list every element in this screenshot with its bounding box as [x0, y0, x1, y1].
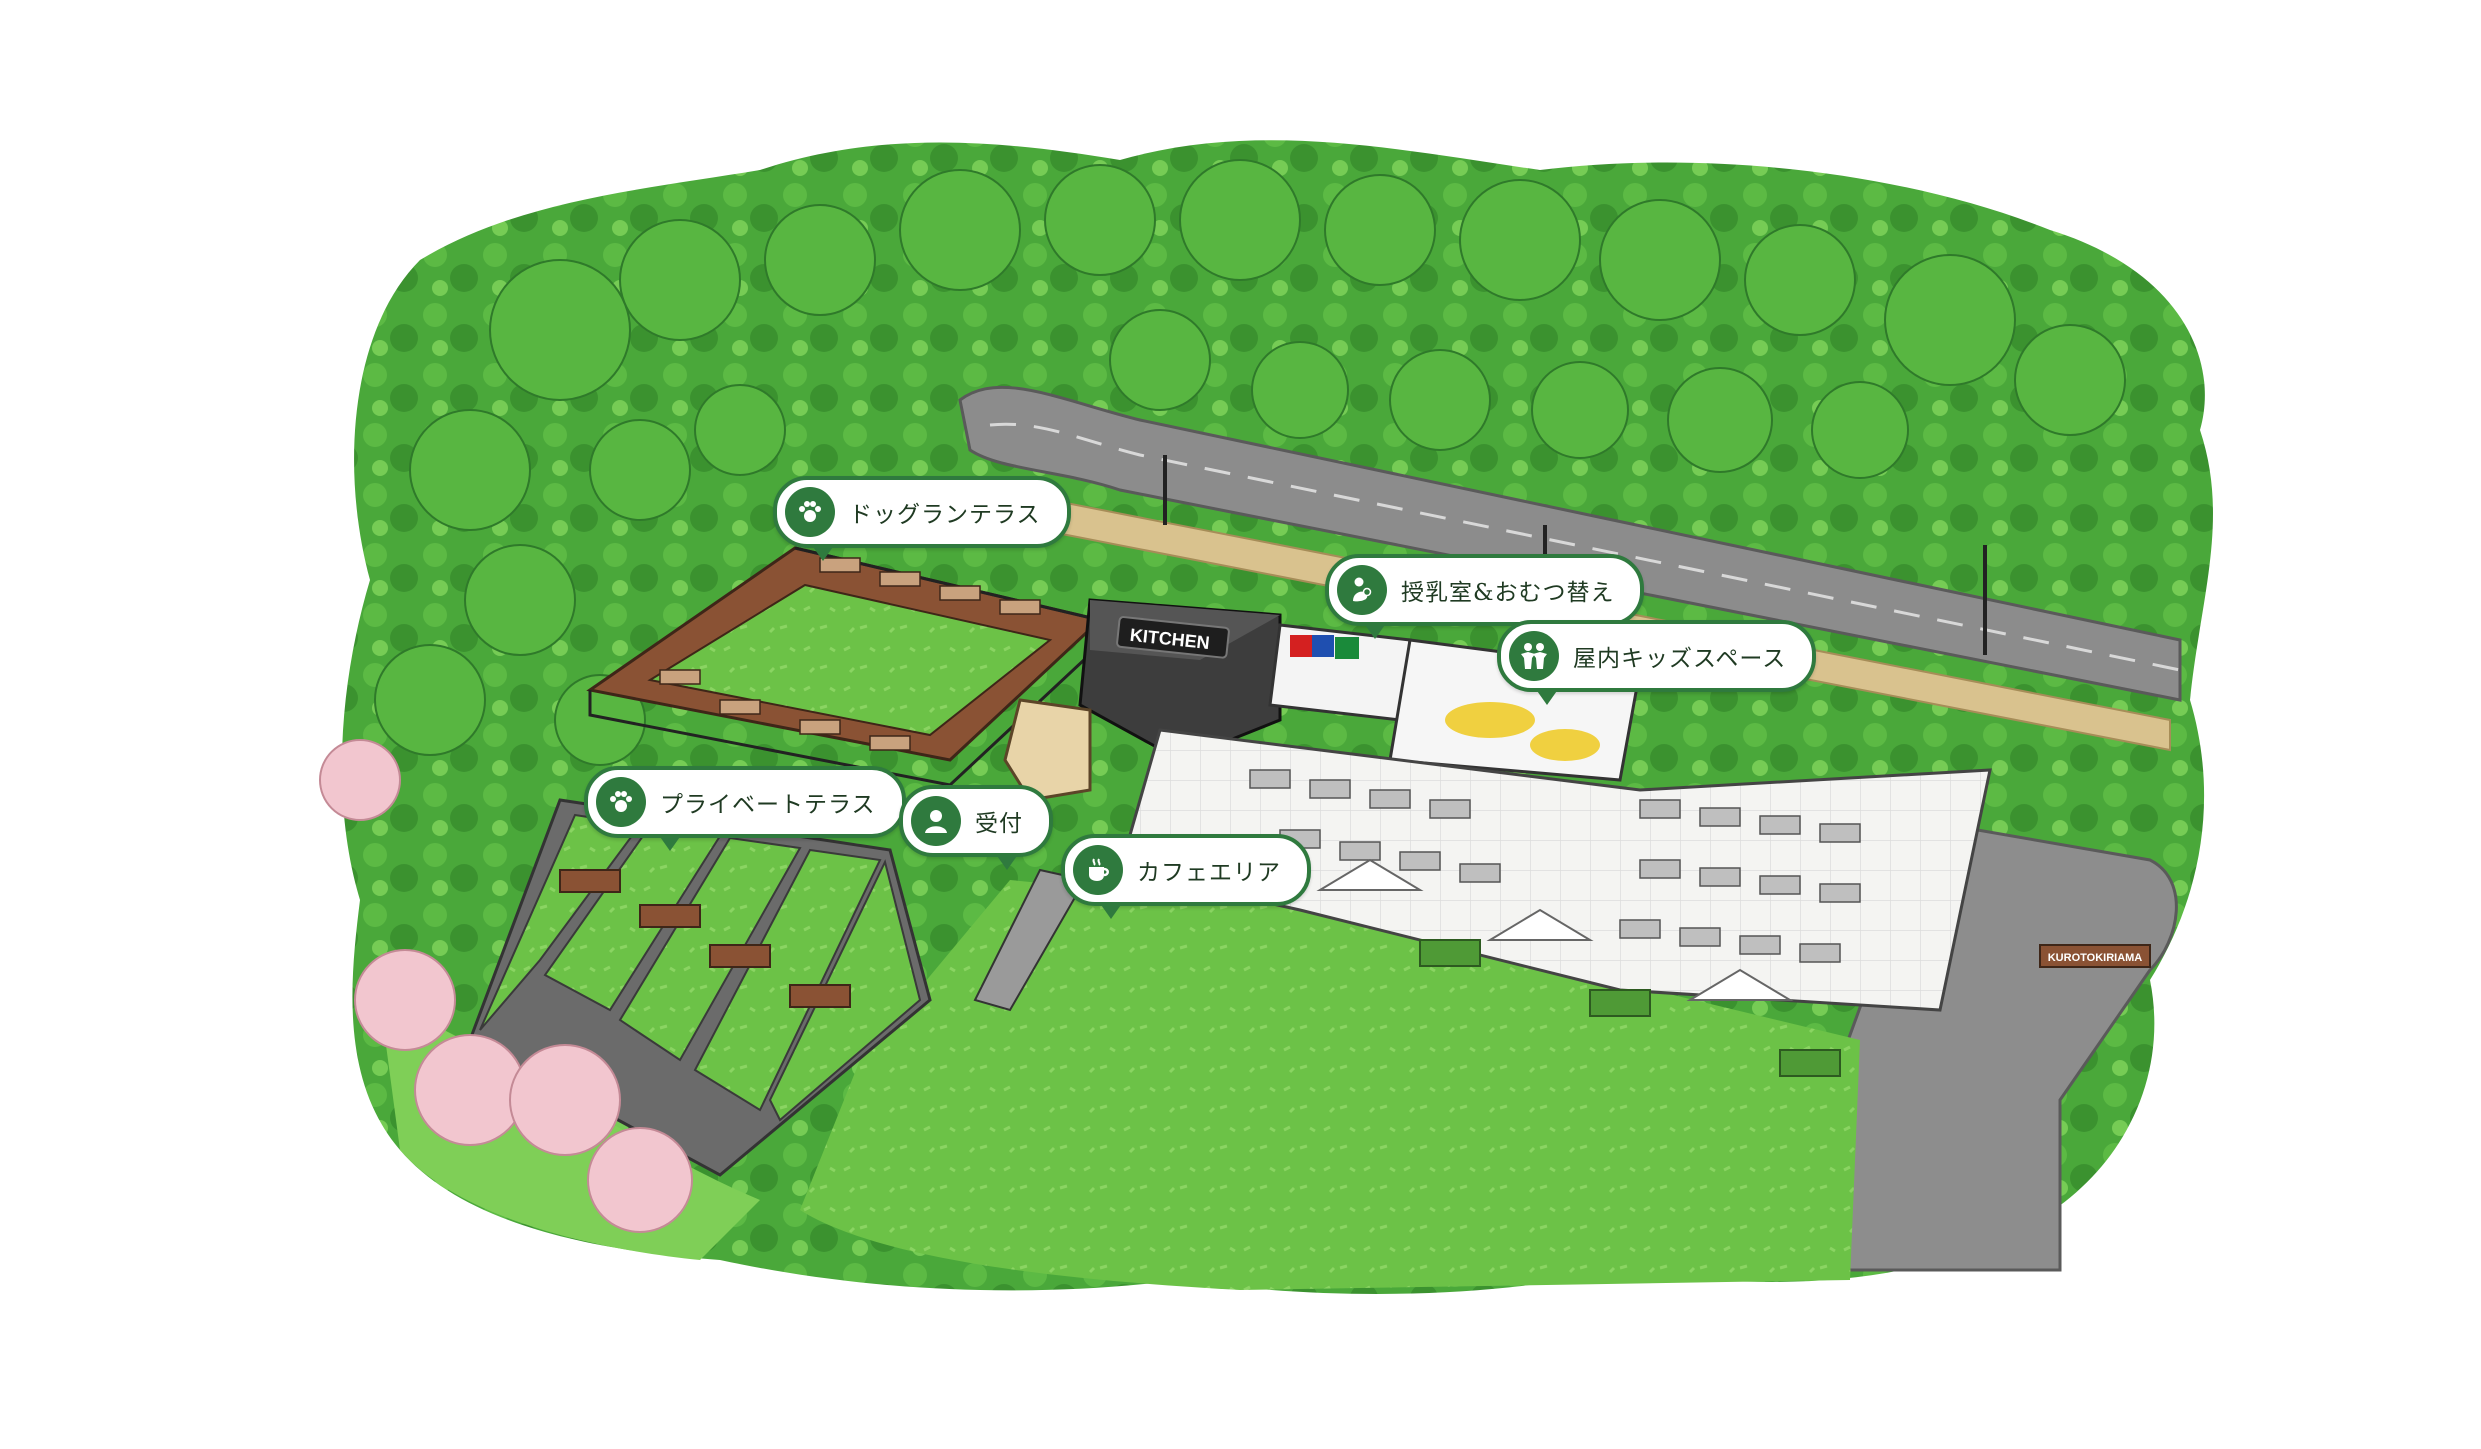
callout-label-dog-run: ドッグランテラス — [849, 502, 1041, 528]
callout-nursing-room[interactable]: 授乳室&おむつ替え — [1325, 554, 1645, 639]
callout-label-nursing-room: 授乳室&おむつ替え — [1401, 580, 1615, 606]
paw-icon — [785, 487, 835, 537]
entrance-sign: KUROTOKIRIAMA — [2039, 944, 2151, 968]
entrance-sign-text: KUROTOKIRIAMA — [2048, 952, 2143, 964]
callout-reception[interactable]: 受付 — [899, 785, 1053, 870]
dining-plaza — [1118, 728, 1992, 1077]
callout-label-cafe-area: カフェエリア — [1137, 860, 1281, 886]
callout-cafe-area[interactable]: カフェエリア — [1061, 834, 1311, 919]
dog-run-terrace — [586, 546, 1104, 787]
coffee-cup-icon — [1073, 845, 1123, 895]
callout-label-kids-space: 屋内キッズスペース — [1573, 646, 1787, 672]
reception-kiosk — [1003, 698, 1092, 802]
restroom-building — [1268, 623, 1412, 722]
mother-baby-icon — [1337, 565, 1387, 615]
children-icon — [1509, 631, 1559, 681]
private-terraces — [468, 798, 932, 1177]
callout-label-private-terrace: プライベートテラス — [660, 792, 876, 818]
callout-label-reception: 受付 — [975, 811, 1023, 837]
callout-dog-run-terrace[interactable]: ドッグランテラス — [773, 476, 1071, 561]
person-icon — [911, 796, 961, 846]
cherry-blossom-trees — [319, 739, 693, 1233]
paw-icon — [596, 777, 646, 827]
callout-private-terrace[interactable]: プライベートテラス — [584, 766, 906, 851]
road-centerline — [989, 422, 2181, 672]
callout-kids-space[interactable]: 屋内キッズスペース — [1497, 620, 1817, 705]
forest-canopy — [374, 159, 2126, 766]
